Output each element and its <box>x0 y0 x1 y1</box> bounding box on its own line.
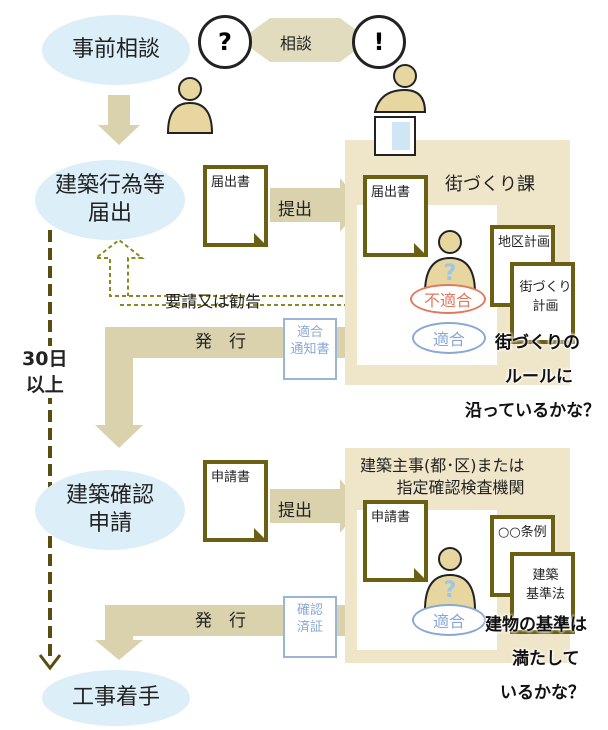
authority-label: 建築主事(都･区)または 指定確認検査機関 <box>360 456 525 497</box>
days-label: 30日以上 <box>22 346 68 398</box>
official-icon <box>373 64 427 156</box>
down-arrow-1 <box>98 95 140 145</box>
question-text-1b: ルールに <box>505 367 573 387</box>
ok-badge-1: 適合 <box>412 322 486 354</box>
ok-badge-2: 適合 <box>412 604 486 636</box>
question-text-1a: 街づくりの <box>495 333 580 353</box>
submit-arrow-1 <box>270 178 362 232</box>
question-text-2b: 満たして <box>512 649 580 669</box>
application-doc: 申請書 <box>203 460 268 542</box>
question-text-1c: 沿っているかな？ <box>465 401 601 421</box>
ng-badge: 不適合 <box>410 284 486 314</box>
person-icon <box>166 77 214 134</box>
issue-label-1: 発 行 <box>195 332 246 352</box>
step-consult: 事前相談 <box>42 15 190 85</box>
received-doc-1: 届出書 <box>363 175 428 257</box>
exclaim-bubble: ! <box>352 15 406 69</box>
submit-label-2: 提出 <box>278 501 312 521</box>
submit-label-1: 提出 <box>278 200 312 220</box>
conformity-notice-doc: 適合 通知書 <box>283 318 337 380</box>
question-bubble: ? <box>198 15 252 69</box>
consult-arrow <box>240 18 370 62</box>
submit-arrow-2 <box>270 479 362 533</box>
consult-label: 相談 <box>280 34 313 53</box>
issue-label-2: 発 行 <box>195 611 246 631</box>
svg-text:?: ? <box>444 261 457 286</box>
building-law-doc: 建築 基準法 <box>510 552 575 634</box>
svg-text:?: ? <box>444 578 457 603</box>
request-label: 要請又は勧告 <box>165 292 262 311</box>
thinking-official-icon-2: ? <box>423 547 477 611</box>
town-plan-doc: 街づくり 計画 <box>510 262 575 344</box>
certificate-doc: 確認 済証 <box>283 596 337 658</box>
question-text-2a: 建物の基準は <box>485 615 587 635</box>
question-text-2c: いるかな？ <box>500 683 585 703</box>
received-doc-2: 申請書 <box>363 500 428 582</box>
step-start: 工事着手 <box>42 670 190 726</box>
step-apply: 建築確認申請 <box>35 470 185 550</box>
step-notify: 建築行為等届出 <box>35 160 185 240</box>
issue-arrow-1 <box>95 327 425 448</box>
dept-label: 街づくり課 <box>445 174 535 195</box>
request-dashed-line <box>93 238 420 297</box>
notify-doc: 届出書 <box>203 165 268 247</box>
